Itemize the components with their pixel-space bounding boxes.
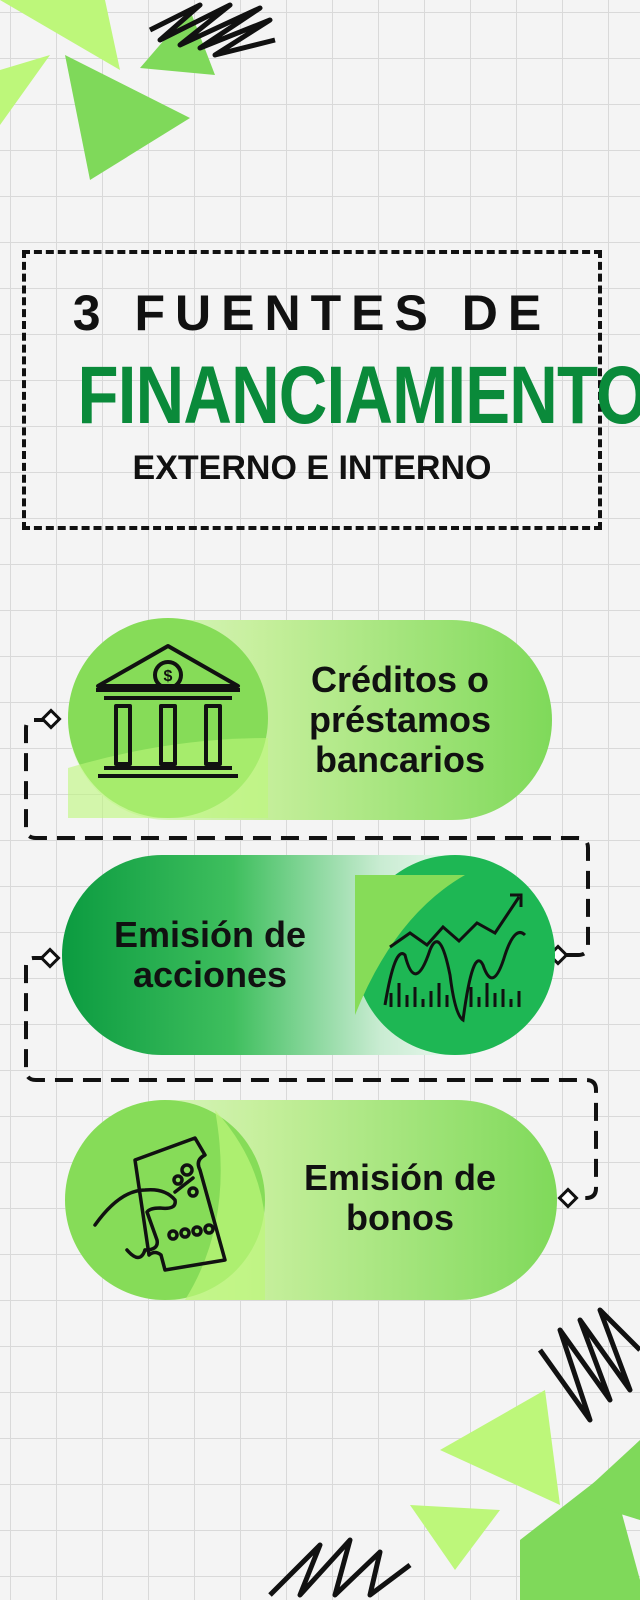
- item-label-2: Emisión de acciones: [113, 914, 307, 995]
- title-main: FINANCIAMIENTO: [77, 350, 640, 441]
- scribble-icon: [537, 1307, 640, 1423]
- title-box: 3 FUENTES DE FINANCIAMIENTO EXTERNO E IN…: [22, 250, 640, 530]
- decor-top: [0, 0, 276, 180]
- stock-chart-icon: [355, 875, 527, 1023]
- svg-text:$: $: [164, 668, 173, 685]
- bond-ticket-icon: [93, 1110, 265, 1300]
- connector-node: [39, 947, 61, 969]
- title-line-1: 3 FUENTES DE: [72, 285, 552, 341]
- item-icon-circle-1: $: [68, 618, 268, 818]
- decor-triangle: [65, 55, 190, 180]
- scribble-icon: [268, 1537, 412, 1598]
- item-icon-circle-3: [65, 1100, 265, 1300]
- item-label-1: Créditos o préstamos bancarios: [308, 659, 492, 780]
- item-label-3: Emisión de bonos: [303, 1157, 497, 1238]
- bank-icon: $: [68, 644, 268, 818]
- decor-triangle: [0, 55, 50, 125]
- connector-node: [557, 1187, 579, 1209]
- decor-triangle: [140, 10, 215, 75]
- decor-bottom: [268, 1307, 640, 1600]
- connector-node: [40, 708, 62, 730]
- decor-triangle: [410, 1505, 500, 1570]
- title-subtitle: EXTERNO E INTERNO: [132, 449, 492, 487]
- item-icon-circle-2: [355, 855, 555, 1055]
- scribble-icon: [148, 2, 276, 58]
- decor-triangle: [440, 1390, 560, 1505]
- decor-triangle: [0, 0, 120, 70]
- decor-triangle: [575, 1440, 640, 1520]
